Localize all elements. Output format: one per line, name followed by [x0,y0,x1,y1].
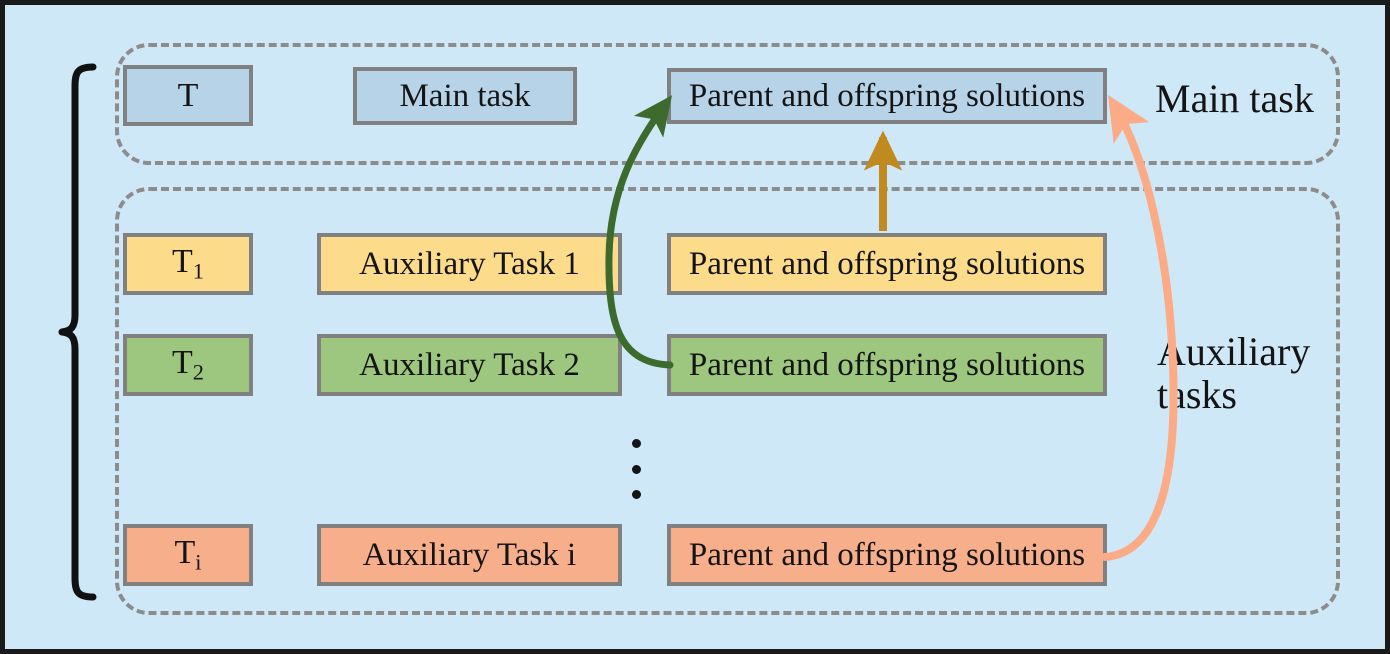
aux-task-i-name-label: Auxiliary Task i [362,536,577,573]
aux-task-i-solutions-label: Parent and offspring solutions [688,536,1086,573]
left-brace-icon [58,63,97,601]
aux-task-i-tag-label: Ti [174,534,202,575]
aux-task-1-name-box[interactable]: Auxiliary Task 1 [317,233,622,295]
aux-task-1-solutions-label: Parent and offspring solutions [688,245,1086,282]
aux-task-2-solutions-box[interactable]: Parent and offspring solutions [667,334,1107,396]
aux-task-i-solutions-box[interactable]: Parent and offspring solutions [667,524,1107,586]
auxiliary-tasks-group-label: Auxiliary tasks [1157,329,1311,418]
main-task-solutions-box[interactable]: Parent and offspring solutions [667,68,1107,124]
auxiliary-tasks-group-label-line1: Auxiliary [1157,329,1311,374]
aux-task-2-name-label: Auxiliary Task 2 [359,346,580,383]
main-task-name-label: Main task [399,77,531,114]
main-task-tag-box[interactable]: T [123,65,253,126]
aux-task-1-tag-label: T1 [172,243,204,284]
aux-task-2-name-box[interactable]: Auxiliary Task 2 [317,334,622,396]
group-main-task [115,43,1340,165]
main-task-group-label: Main task [1155,76,1314,121]
main-task-name-box[interactable]: Main task [353,67,577,125]
aux-task-i-name-box[interactable]: Auxiliary Task i [317,524,622,586]
aux-task-2-tag-box[interactable]: T2 [123,334,253,396]
aux-task-i-tag-box[interactable]: Ti [123,524,253,586]
aux-task-1-solutions-box[interactable]: Parent and offspring solutions [667,233,1107,295]
aux-task-1-name-label: Auxiliary Task 1 [359,245,580,282]
main-task-tag-label: T [177,76,199,114]
main-task-solutions-label: Parent and offspring solutions [688,77,1086,114]
auxiliary-tasks-group-label-line2: tasks [1157,372,1237,418]
aux-task-2-tag-label: T2 [172,344,204,385]
aux-task-1-tag-box[interactable]: T1 [123,233,253,295]
aux-task-2-solutions-label: Parent and offspring solutions [688,346,1086,383]
group-auxiliary-tasks [115,187,1340,615]
vertical-ellipsis-icon [625,439,647,499]
